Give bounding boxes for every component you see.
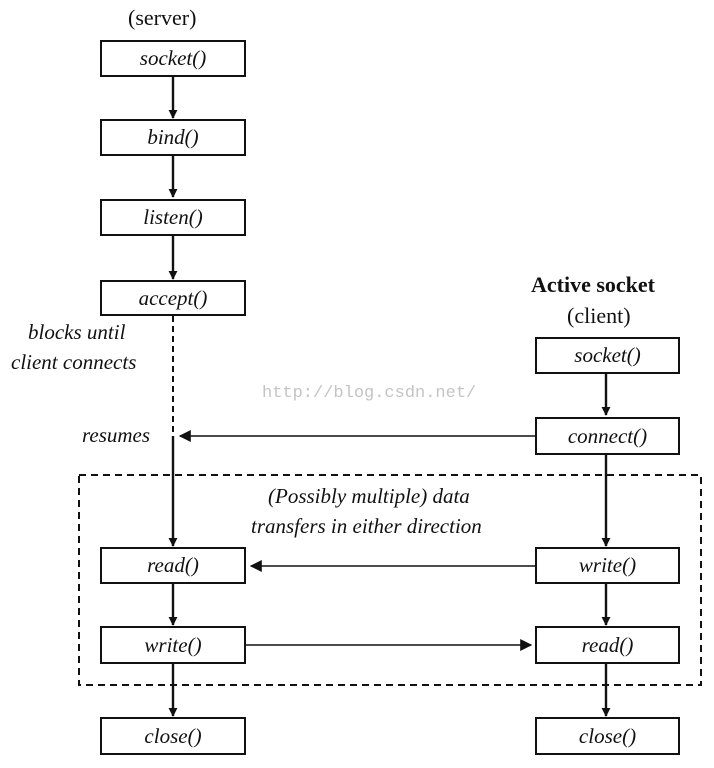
server-write-box: write() xyxy=(100,626,246,664)
server-read-box: read() xyxy=(100,547,246,584)
server-bind-box: bind() xyxy=(100,119,246,156)
client-socket-box: socket() xyxy=(535,337,680,374)
server-listen-box: listen() xyxy=(100,199,246,236)
server-accept-box: accept() xyxy=(100,280,246,316)
client-write-box: write() xyxy=(535,547,680,584)
client-subtitle: (client) xyxy=(567,303,631,328)
client-read-box: read() xyxy=(535,626,680,664)
client-connect-box: connect() xyxy=(535,417,680,455)
transfer-region-border xyxy=(78,474,702,686)
client-connects-label: client connects xyxy=(11,350,137,374)
transfer-caption-line1: (Possibly multiple) data xyxy=(268,484,470,508)
server-header: (server) xyxy=(128,5,197,30)
resumes-label: resumes xyxy=(82,423,151,447)
watermark-text: http://blog.csdn.net/ xyxy=(262,384,477,403)
client-title: Active socket xyxy=(531,272,656,297)
transfer-caption-line2: transfers in either direction xyxy=(251,514,482,538)
server-close-box: close() xyxy=(100,717,246,755)
client-close-box: close() xyxy=(535,717,680,755)
server-socket-box: socket() xyxy=(100,40,246,77)
blocks-until-label: blocks until xyxy=(28,320,126,344)
